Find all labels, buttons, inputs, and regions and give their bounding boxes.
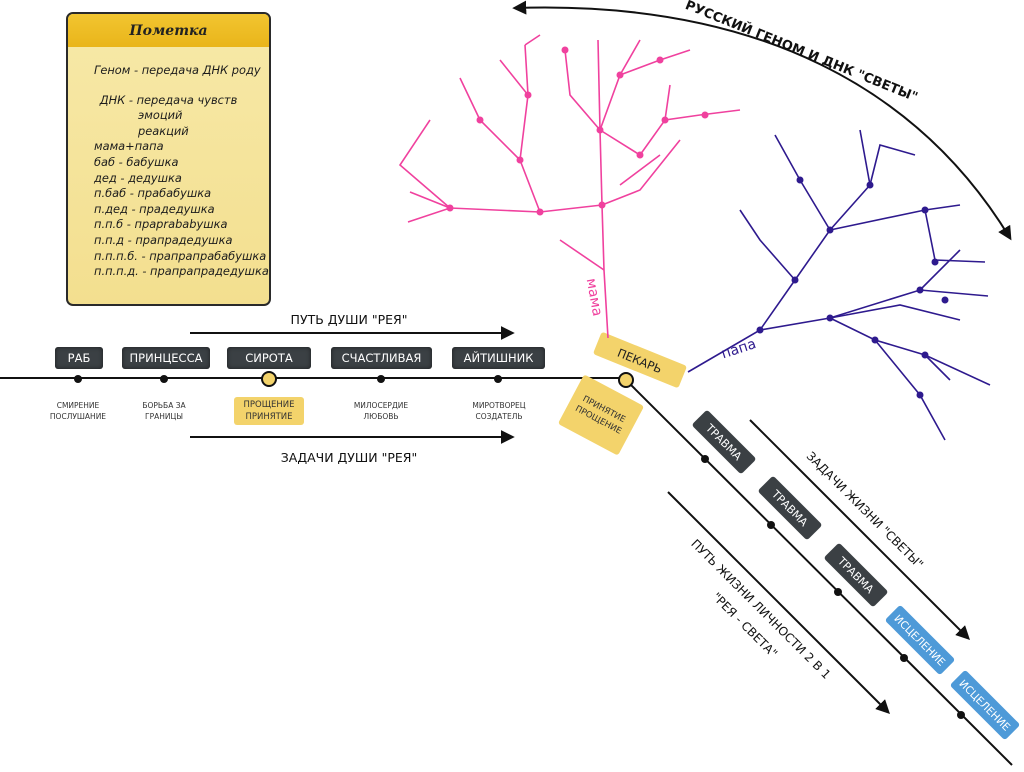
life-path-arrow [667,491,890,714]
soul-path-label: ПУТЬ ДУШИ "РЕЯ" [291,312,408,327]
papa-tree [687,129,991,441]
note-line: ДНК - передача чувств [99,92,238,107]
stage-tag-princess: ПРИНЦЕССА [122,347,210,369]
trauma-tag: ТРАВМА [824,543,888,607]
note-line: баб - бабушка [94,154,179,169]
life-tasks-arrow [749,419,970,640]
note-line: дед - дедушка [94,170,182,185]
note-line: эмоций [138,108,183,123]
soul-tasks-label: ЗАДАЧИ ДУШИ "РЕЯ" [281,450,417,465]
note-line: п.дед - прадедушка [94,201,215,216]
stage-tag-it: АЙТИШНИК [452,347,545,369]
timeline-dot [74,375,82,383]
genome-title: РУССКИЙ ГЕНОМ И ДНК "СВЕТЫ" [683,0,920,105]
mama-label: мама [583,277,605,317]
baker-dot [618,372,634,388]
note-line: п.п.п.д. - прапрапрадедушка [94,264,269,279]
trauma-tag: ТРАВМА [758,476,822,540]
note-line: п.п.д - прапрадедушка [94,232,233,247]
note-line: реакций [138,123,189,138]
life-dot [900,654,908,662]
stage-tag-sirota: СИРОТА [227,347,311,369]
note-title: Пометка [68,14,269,47]
papa-label: папа [719,336,758,362]
mama-nodes [446,46,709,216]
mama-tree [398,34,741,339]
svg-text:ИСЦЕЛЕНИЕ: ИСЦЕЛЕНИЕ [956,678,1012,734]
timeline-dot-highlight [261,371,277,387]
note-line: мама+папа [94,139,164,154]
healing-tag: ИСЦЕЛЕНИЕ [950,670,1020,740]
life-path-label: ПУТЬ ЖИЗНИ ЛИЧНОСТИ 2 В 1 [688,537,833,682]
papa-nodes [756,176,949,399]
note-line: п.баб - прабабушка [94,186,212,201]
timeline-dot [494,375,502,383]
life-dot [834,588,842,596]
genome-arc [512,0,1012,241]
svg-text:ИСЦЕЛЕНИЕ: ИСЦЕЛЕНИЕ [891,613,947,669]
note-line: Геном - передача ДНК роду [94,63,261,77]
note-line: п.п.б - праprababушка [94,217,228,232]
baker-tag: ПЕКАРЬ [593,332,687,388]
life-tasks-label: ЗАДАЧИ ЖИЗНИ "СВЕТЫ" [804,449,926,571]
stage-tag-happy: СЧАСТЛИВАЯ [331,347,432,369]
life-dot [767,521,775,529]
note-card: Пометка Геном - передача ДНК роду ДНК - … [66,12,271,306]
timeline-dot [160,375,168,383]
stage-tag-rab: РАБ [55,347,103,369]
life-dot [701,455,709,463]
life-line [625,379,1013,766]
note-body: Геном - передача ДНК роду ДНК - передача… [68,47,269,280]
life-dot [957,711,965,719]
timeline-dot [377,375,385,383]
trauma-tag: ТРАВМА [692,410,756,474]
note-line: п.п.п.б. - прапрапрабабушка [94,248,267,263]
